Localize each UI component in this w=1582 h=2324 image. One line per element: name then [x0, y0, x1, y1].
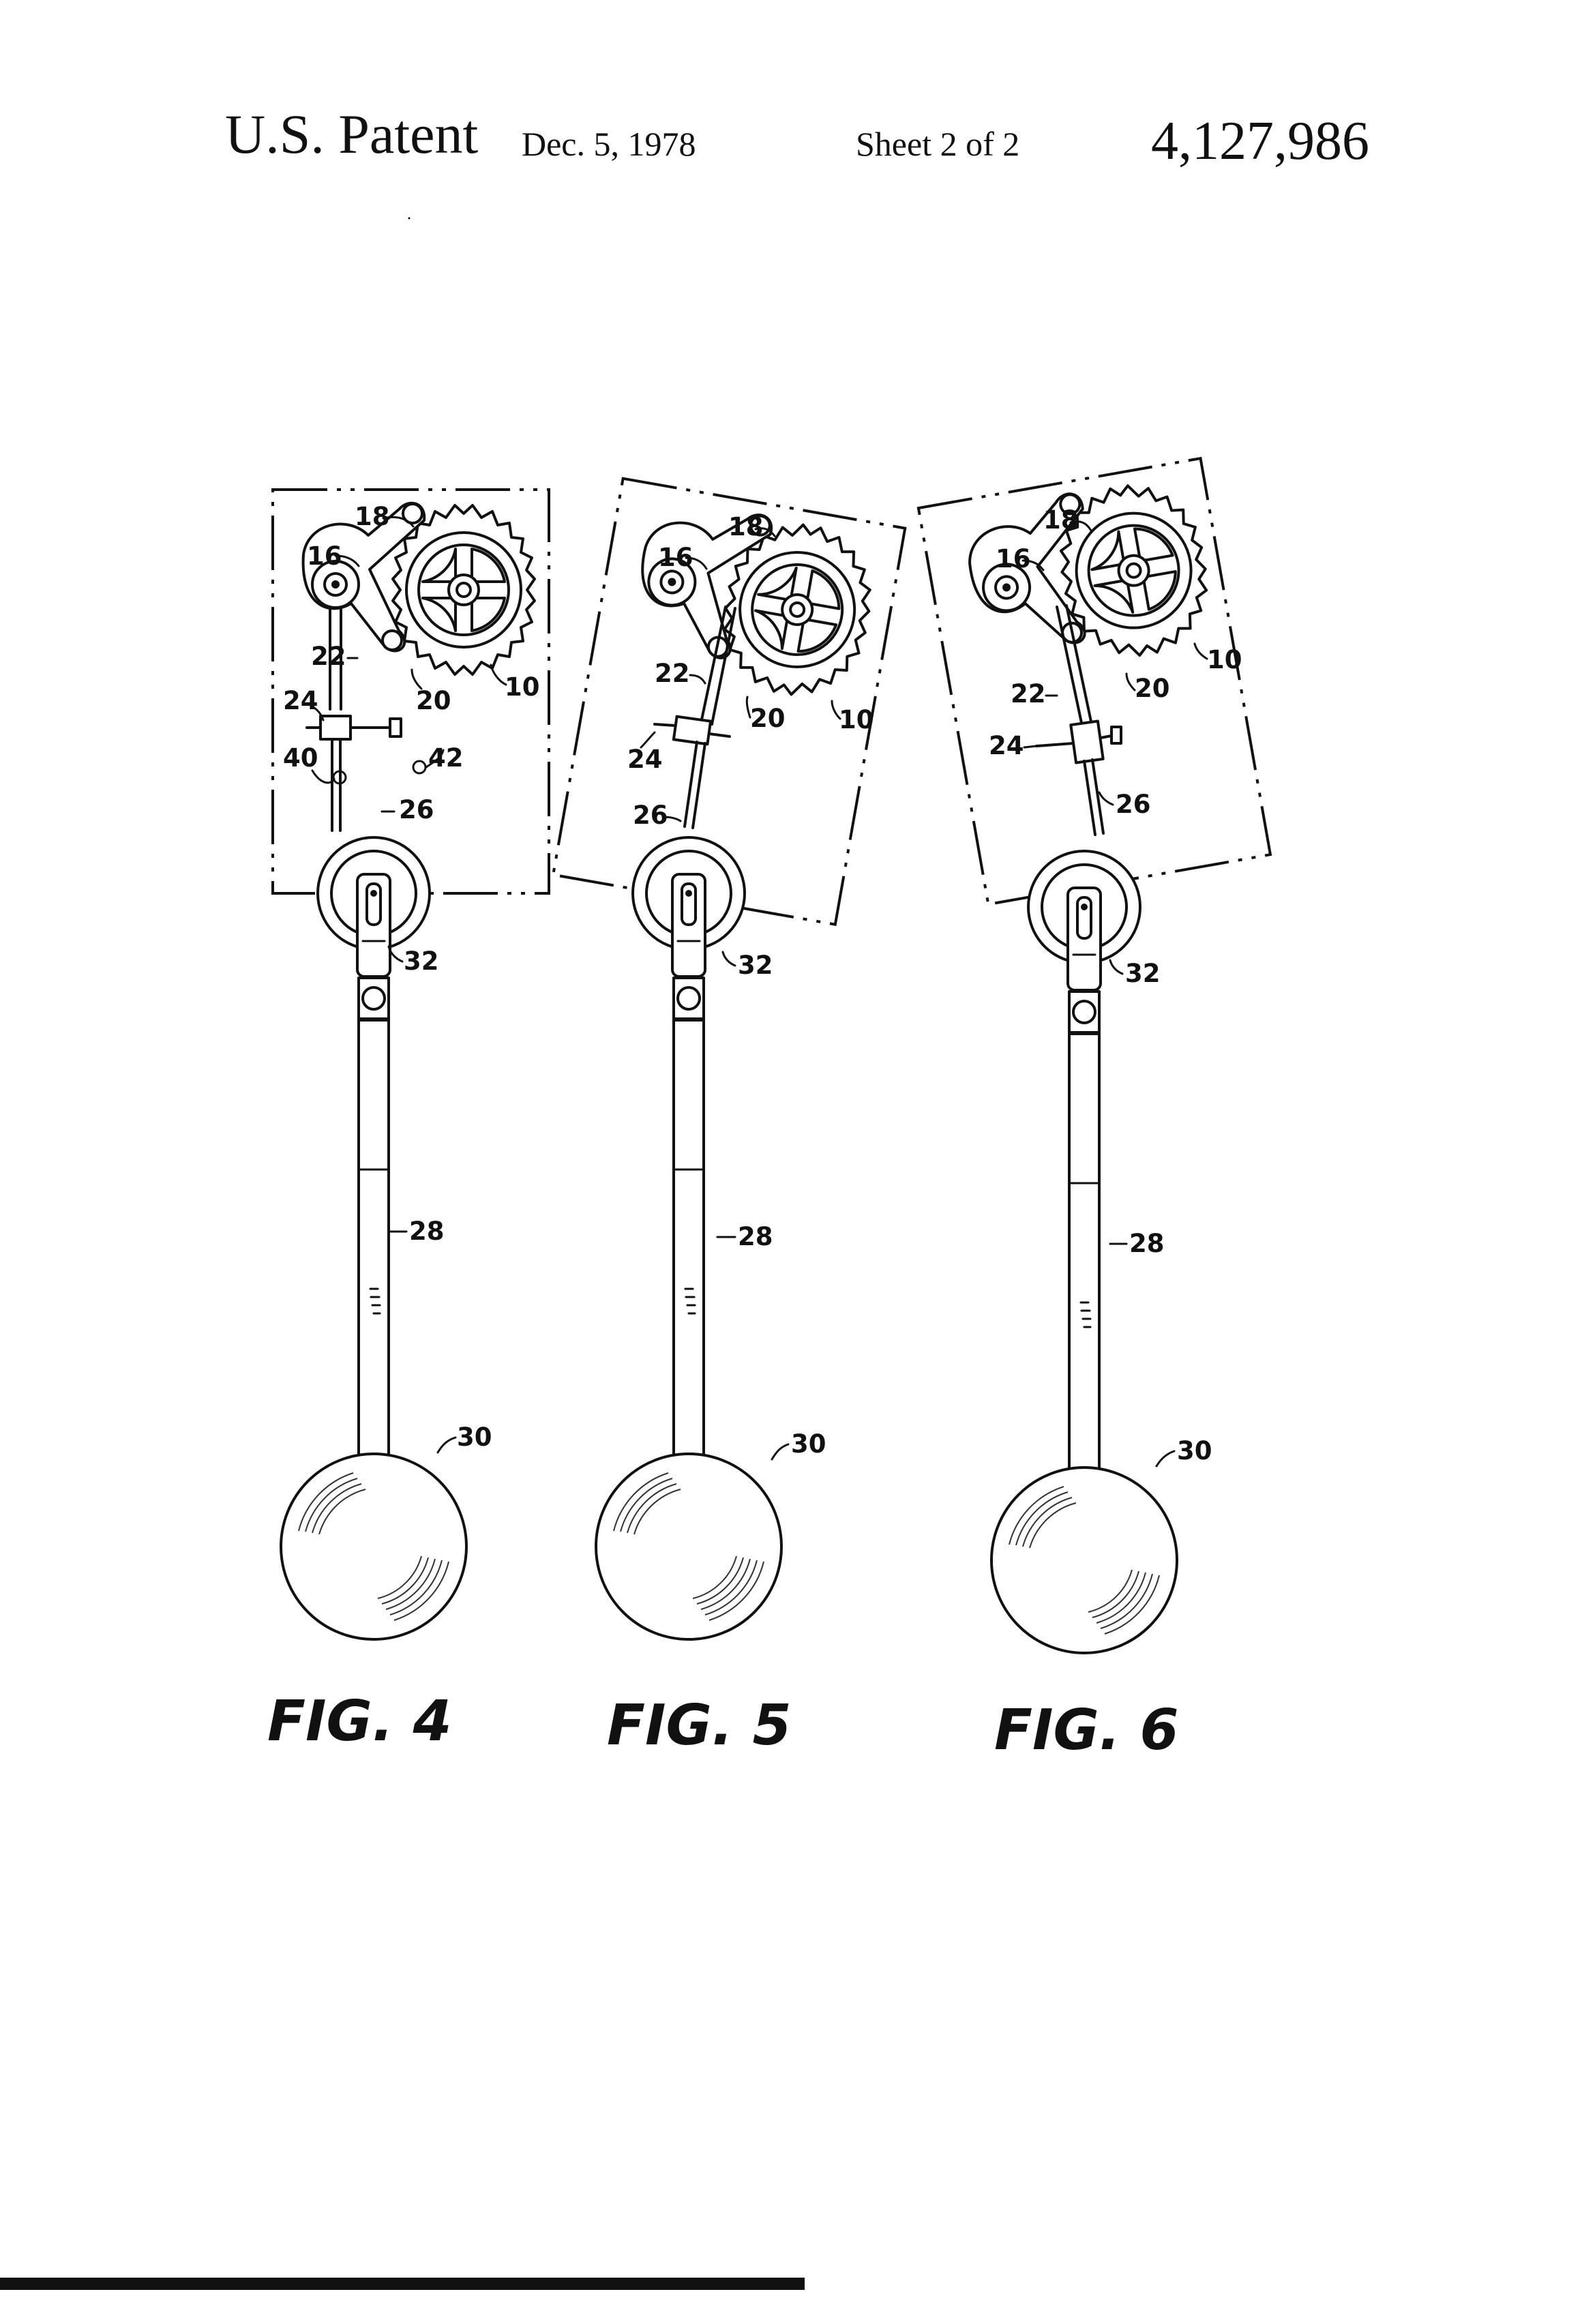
ref-26: 26 — [633, 801, 668, 830]
ref-24: 24 — [627, 745, 663, 774]
ref-32: 32 — [1125, 959, 1161, 988]
figure-6: 18 16 22 20 10 24 26 32 28 30 FIG. 6 — [919, 458, 1270, 1763]
ref-32: 32 — [738, 951, 773, 980]
ref-16: 16 — [996, 544, 1031, 573]
figure-4: 18 16 22 20 10 24 40 42 26 32 28 30 FIG.… — [267, 218, 549, 1754]
ref-28: 28 — [1129, 1229, 1165, 1258]
ref-20: 20 — [750, 704, 786, 733]
ref-10: 10 — [505, 672, 540, 702]
ref-28: 28 — [738, 1222, 773, 1251]
ref-20: 20 — [416, 686, 451, 715]
ref-20: 20 — [1135, 674, 1170, 703]
ref-42: 42 — [428, 743, 464, 773]
ref-18: 18 — [728, 512, 764, 541]
ref-30: 30 — [1177, 1436, 1212, 1465]
ref-40: 40 — [283, 743, 318, 773]
ref-18: 18 — [1043, 505, 1079, 535]
coupling-block — [320, 716, 350, 739]
ref-22: 22 — [655, 659, 690, 688]
ref-30: 30 — [457, 1422, 492, 1452]
scan-edge-bar — [0, 2278, 805, 2290]
ref-28: 28 — [409, 1217, 445, 1246]
ref-24: 24 — [283, 686, 318, 715]
pin-42 — [413, 761, 426, 773]
figure-5: 18 16 22 20 10 24 26 32 28 30 FIG. 5 — [553, 479, 905, 1758]
ref-24: 24 — [989, 731, 1024, 760]
figure-caption: FIG. 5 — [607, 1693, 792, 1758]
coupling-block — [1071, 721, 1103, 762]
ref-10: 10 — [839, 705, 874, 734]
ref-10: 10 — [1207, 645, 1242, 674]
ref-18: 18 — [355, 502, 390, 531]
ref-26: 26 — [399, 795, 434, 824]
ref-32: 32 — [404, 947, 439, 976]
ref-22: 22 — [1011, 679, 1046, 709]
figure-caption: FIG. 6 — [994, 1698, 1179, 1763]
ref-30: 30 — [791, 1429, 826, 1459]
figure-caption: FIG. 4 — [267, 1689, 452, 1754]
ref-22: 22 — [311, 642, 346, 671]
ref-26: 26 — [1116, 790, 1151, 819]
coupling-block — [674, 717, 711, 745]
